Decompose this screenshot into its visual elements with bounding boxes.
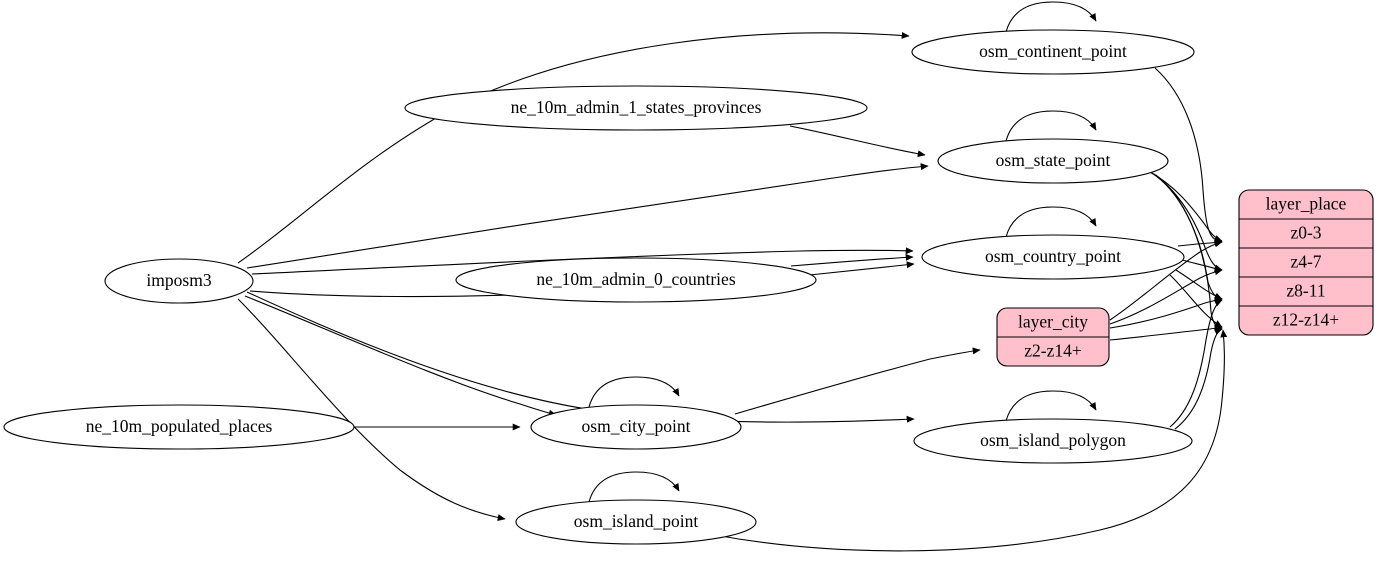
node-label-ne_populated: ne_10m_populated_places: [86, 416, 273, 436]
node-shape-osm_state_point: [937, 138, 1169, 184]
edge-osm_continent_point-to-layer_place.z0-3: [1154, 67, 1223, 245]
node-osm_continent_point[interactable]: osm_continent_point: [911, 29, 1195, 75]
edge-layer_city-to-layer_place.z12-z14+: [1109, 324, 1223, 341]
self-loop-osm_city_point: [588, 376, 680, 408]
node-shape-osm_island_point: [515, 499, 757, 545]
node-label-osm_island_point: osm_island_point: [574, 511, 699, 531]
nodes-group: imposm3 ne_10m_admin_1_states_provincesne…: [3, 29, 1195, 545]
record-row-layer_city-layer-city[interactable]: layer_city: [1018, 312, 1088, 332]
self-loops-group: [588, 1, 1097, 503]
self-loop-osm_continent_point: [1005, 1, 1097, 33]
self-loop-osm_country_point: [1005, 206, 1097, 238]
edge-osm_country_point-to-layer_place.z4-7: [1181, 259, 1223, 272]
record-row-layer_city-z2-z14-[interactable]: z2-z14+: [1024, 341, 1082, 361]
node-osm_island_point[interactable]: osm_island_point: [515, 499, 757, 545]
record-layer_place[interactable]: layer_place z0-3 z4-7 z8-11 z12-z14+: [1238, 189, 1374, 336]
node-ne_countries[interactable]: ne_10m_admin_0_countries: [455, 257, 817, 303]
node-label-osm_continent_point: osm_continent_point: [979, 41, 1127, 61]
record-row-layer_place-z12-z14-[interactable]: z12-z14+: [1273, 310, 1339, 330]
node-osm_island_polygon[interactable]: osm_island_polygon: [913, 418, 1193, 464]
node-osm_state_point[interactable]: osm_state_point: [937, 138, 1169, 184]
edge-osm_island_polygon-to-layer_place.z12-z14+: [1174, 328, 1223, 430]
record-row-layer_place-z4-7[interactable]: z4-7: [1290, 252, 1321, 272]
edge-osm_state_point-to-layer_place.z0-3: [1149, 171, 1223, 242]
node-label-ne_states: ne_10m_admin_1_states_provinces: [511, 97, 762, 117]
node-shape-osm_continent_point: [911, 29, 1195, 75]
edge-imposm3-to-osm_island_polygon: [246, 291, 915, 423]
node-label-osm_country_point: osm_country_point: [985, 246, 1121, 266]
node-shape-osm_country_point: [921, 234, 1185, 280]
edge-imposm3-to-osm_city_point: [244, 295, 557, 417]
node-shape-ne_states: [404, 85, 868, 131]
edge-layer_city-to-layer_place.z0-3: [1109, 240, 1223, 321]
node-shape-imposm3: [104, 258, 254, 304]
node-label-imposm3: imposm3: [146, 270, 211, 290]
edge-imposm3-to-osm_island_point: [237, 298, 506, 521]
node-label-osm_city_point: osm_city_point: [582, 416, 691, 436]
edge-osm_country_point-to-layer_place.z12-z14+: [1169, 274, 1223, 328]
edge-imposm3-to-osm_continent_point: [237, 31, 910, 264]
node-osm_country_point[interactable]: osm_country_point: [921, 234, 1185, 280]
record-row-layer_place-z0-3[interactable]: z0-3: [1290, 223, 1321, 243]
edges-group: [237, 31, 1228, 552]
node-shape-ne_populated: [3, 404, 355, 450]
edge-osm_country_point-to-layer_place.z8-11: [1175, 269, 1223, 300]
node-imposm3[interactable]: imposm3: [104, 258, 254, 304]
edge-osm_island_point-to-layer_place.z12-z14+: [714, 329, 1228, 552]
node-shape-osm_island_polygon: [913, 418, 1193, 464]
edge-ne_countries-to-osm_country_point: [790, 253, 914, 267]
record-layer_city[interactable]: layer_city z2-z14+: [996, 307, 1110, 367]
edge-ne_states-to-osm_state_point: [789, 125, 926, 158]
self-loop-osm_island_point: [588, 471, 680, 503]
edge-osm_city_point-to-layer_city.z2-z14+: [734, 347, 981, 415]
record-row-layer_place-layer-place[interactable]: layer_place: [1266, 194, 1347, 214]
edge-layer_city-to-layer_place.z4-7: [1109, 268, 1223, 325]
edge-osm_island_polygon-to-layer_place.z8-11: [1169, 299, 1223, 428]
node-label-osm_island_polygon: osm_island_polygon: [980, 430, 1126, 450]
node-osm_city_point[interactable]: osm_city_point: [530, 404, 742, 450]
node-shape-ne_countries: [455, 257, 817, 303]
edge-imposm3-to-osm_state_point: [246, 163, 929, 269]
node-label-ne_countries: ne_10m_admin_0_countries: [536, 269, 735, 289]
node-ne_populated[interactable]: ne_10m_populated_places: [3, 404, 355, 450]
record-row-layer_place-z8-11[interactable]: z8-11: [1286, 281, 1325, 301]
node-shape-osm_city_point: [530, 404, 742, 450]
self-loop-osm_island_polygon: [1005, 390, 1097, 422]
edge-imposm3-to-osm_country_point: [251, 247, 914, 275]
node-ne_states[interactable]: ne_10m_admin_1_states_provinces: [404, 85, 868, 131]
record-nodes-group: layer_place z0-3 z4-7 z8-11 z12-z14+ layer_ci…: [996, 189, 1374, 367]
record-box-layer_place: [1238, 189, 1374, 336]
node-label-osm_state_point: osm_state_point: [996, 150, 1111, 170]
self-loop-osm_state_point: [1005, 110, 1097, 142]
